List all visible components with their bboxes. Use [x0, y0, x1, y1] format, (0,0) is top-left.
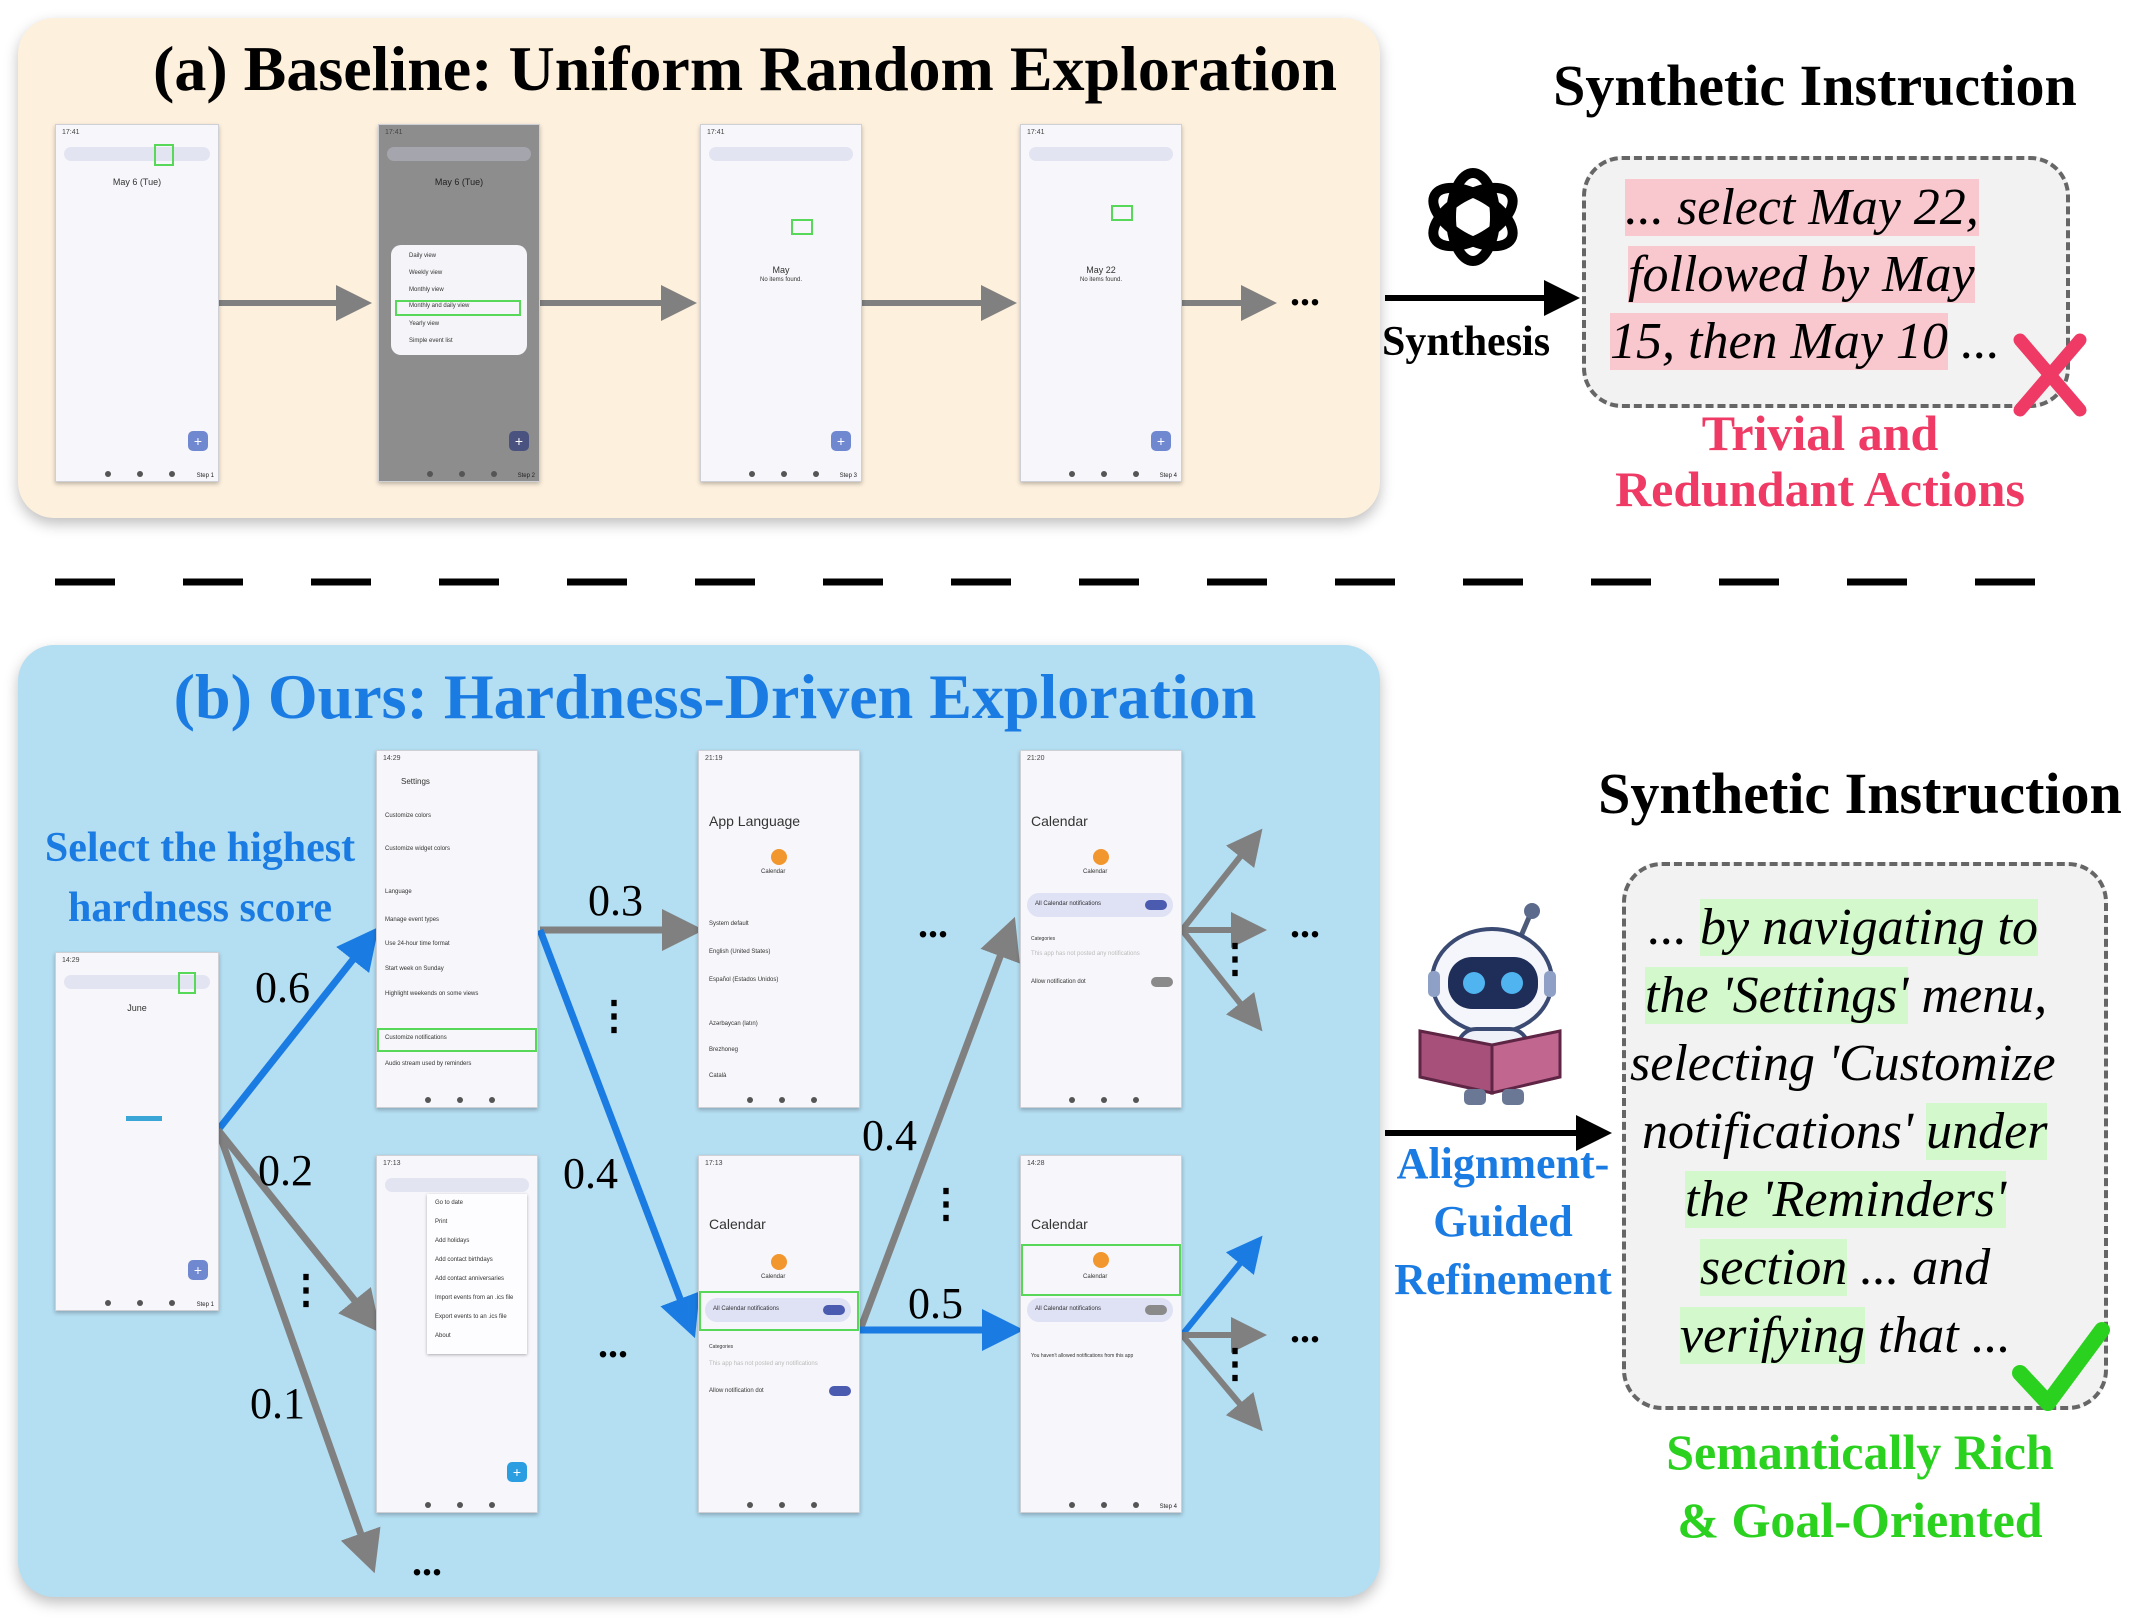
- nav-button: [1133, 1097, 1139, 1103]
- screen-calendar-mid: 17:13 Calendar Calendar All Calendar not…: [698, 1155, 860, 1513]
- refinement-label: Guided: [1433, 1197, 1573, 1246]
- score-04-left: 0.4: [563, 1149, 618, 1198]
- nav-button: [1101, 1502, 1107, 1508]
- nav-button: [1133, 1502, 1139, 1508]
- nav-button: [489, 1097, 495, 1103]
- verdict-a-line: Trivial and: [1701, 405, 1939, 461]
- verdict-a-line: Redundant Actions: [1615, 461, 2025, 517]
- nav-bar: [1021, 467, 1181, 477]
- arrow-b-06: [215, 927, 379, 1133]
- nav-button: [104, 471, 111, 477]
- refinement-label: Alignment-: [1396, 1139, 1610, 1188]
- arrow-b-01: [214, 1128, 381, 1574]
- add-fab: +: [188, 431, 208, 451]
- nav-button: [781, 471, 787, 477]
- score-04-right: 0.4: [862, 1111, 917, 1160]
- screen-a3: 17:41 May No items found. + Step 3: [700, 124, 862, 482]
- nav-bar: [1021, 1093, 1181, 1103]
- ellipsis-a: ...: [1290, 269, 1320, 314]
- score-03: 0.3: [588, 876, 643, 925]
- nav-button: [104, 1300, 111, 1306]
- screen-a2: 17:41 May 6 (Tue) Daily view Weekly view…: [378, 124, 540, 482]
- screen-june: 14:29 June + Step 1: [55, 952, 219, 1311]
- screen-app-language: 21:19 App Language Calendar System defau…: [698, 750, 860, 1108]
- refinement-label: Refinement: [1394, 1255, 1612, 1304]
- nav-button: [427, 471, 433, 477]
- baseline-title: (a) Baseline: Uniform Random Exploration: [153, 33, 1337, 104]
- nav-button: [425, 1502, 431, 1508]
- synthetic-instruction-title-b: Synthetic Instruction: [1598, 761, 2122, 826]
- nav-button: [169, 471, 176, 477]
- view-menu-dialog: Daily view Weekly view Monthly view Mont…: [391, 245, 527, 355]
- score-05: 0.5: [908, 1279, 963, 1328]
- nav-bar: [699, 1498, 859, 1508]
- screen-settings: 14:29 Settings Customize colors Customiz…: [376, 750, 538, 1108]
- nav-bar: [701, 467, 861, 477]
- search-bar: [64, 147, 210, 161]
- instruction-line: ... select May 22,: [1625, 179, 1979, 236]
- nav-button: [1069, 1502, 1075, 1508]
- nav-button: [137, 1300, 143, 1306]
- nav-bar: [377, 1093, 537, 1103]
- synthesis-label: Synthesis: [1382, 319, 1551, 365]
- nav-button: [491, 471, 497, 477]
- nav-button: [169, 1300, 176, 1306]
- nav-button: [489, 1502, 495, 1508]
- screen-calendar-top: 21:20 Calendar Calendar All Calendar not…: [1020, 750, 1182, 1108]
- nav-button: [779, 1097, 785, 1103]
- nav-button: [1069, 1097, 1075, 1103]
- verdict-b-line: Semantically Rich: [1666, 1424, 2054, 1480]
- nav-button: [457, 1097, 463, 1103]
- score-01: 0.1: [250, 1379, 305, 1428]
- search-bar: [387, 147, 531, 161]
- nav-button: [749, 471, 755, 477]
- screen-a4: 17:41 May 22 No items found. + Step 4: [1020, 124, 1182, 482]
- synthetic-instruction-title-a: Synthetic Instruction: [1553, 53, 2077, 118]
- screen-menu-list: 17:13 Go to date Print Add holidays Add …: [376, 1155, 538, 1513]
- arrow-b-04b: [856, 916, 1020, 1332]
- screen-calendar-bot: 14:28 Calendar Calendar All Calendar not…: [1020, 1155, 1182, 1513]
- arrow-b-02: [215, 1127, 381, 1333]
- screen-a1: 17:41 May 6 (Tue) + Step 1: [55, 124, 219, 482]
- nav-bar: [56, 1296, 218, 1306]
- toggle: [823, 1305, 845, 1315]
- nav-button: [811, 1097, 817, 1103]
- nav-button: [459, 471, 465, 477]
- nav-button: [811, 1502, 817, 1508]
- instruction-line: followed by May: [1628, 246, 1975, 303]
- check-icon: [2010, 1318, 2110, 1418]
- ours-title: (b) Ours: Hardness-Driven Exploration: [173, 661, 1257, 732]
- verdict-b-line: & Goal-Oriented: [1677, 1492, 2043, 1548]
- robot-reading-icon: [1410, 895, 1580, 1110]
- nav-button: [425, 1097, 431, 1103]
- nav-bar: [377, 1498, 537, 1508]
- nav-button: [747, 1502, 753, 1508]
- arrow-b-04a: [536, 928, 700, 1339]
- calendar-app-icon: [771, 849, 787, 865]
- nav-button: [779, 1502, 785, 1508]
- cross-icon: [2010, 330, 2090, 420]
- nav-button: [1101, 471, 1107, 477]
- instruction-line: 15, then May 10: [1610, 313, 1948, 370]
- nav-button: [1101, 1097, 1107, 1103]
- score-02: 0.2: [258, 1146, 313, 1195]
- nav-button: [1133, 471, 1139, 477]
- nav-button: [747, 1097, 753, 1103]
- openai-icon: [1418, 162, 1528, 272]
- nav-button: [813, 471, 819, 477]
- highlight-box: [154, 144, 174, 166]
- nav-bar: [699, 1093, 859, 1103]
- nav-bar: [1021, 1498, 1181, 1508]
- nav-button: [137, 471, 143, 477]
- nav-bar: [379, 467, 539, 477]
- select-label: hardness score: [67, 885, 333, 931]
- select-label: Select the highest: [44, 825, 356, 871]
- nav-button: [1069, 471, 1075, 477]
- score-06: 0.6: [255, 963, 310, 1012]
- nav-bar: [56, 467, 218, 477]
- nav-button: [457, 1502, 463, 1508]
